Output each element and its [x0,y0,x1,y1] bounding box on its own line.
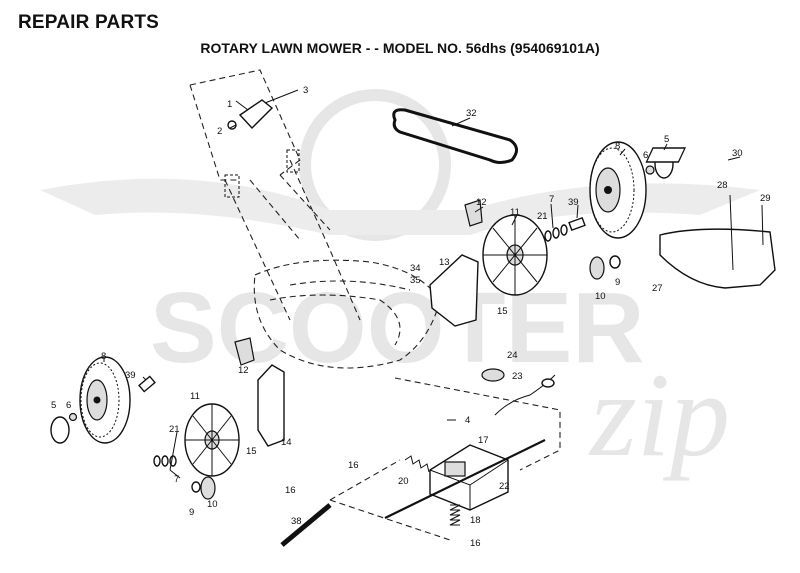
callout-24: 24 [507,350,518,361]
left-wheel [79,356,131,444]
callout-16-b: 16 [285,485,296,496]
drive-belt [392,108,518,164]
left-pinion-gear [200,476,216,500]
left-pinion-washer [191,481,201,493]
handle-bracket [238,99,274,130]
rear-axle [280,503,332,547]
callout-9: 9 [615,277,620,288]
drive-shaft-outline [329,377,561,541]
section-heading: REPAIR PARTS [18,12,160,33]
callout-38: 38 [291,516,302,527]
right-pinion-washer [609,255,621,269]
callout-7-left: 7 [174,474,179,485]
callout-11: 11 [510,207,520,218]
callout-30: 30 [732,148,743,159]
right-pinion-gear [589,256,605,280]
right-wheel [589,141,647,239]
cable-end [541,378,555,388]
callout-17: 17 [478,435,489,446]
callout-34: 34 [410,263,421,274]
callout-15: 15 [497,306,508,317]
spring-18 [449,504,461,526]
rear-skirt [659,228,776,289]
callout-32: 32 [466,108,477,119]
left-drive-gear [184,403,240,477]
callout-12: 12 [476,197,487,208]
callout-16-a: 16 [348,460,359,471]
callout-3: 3 [303,85,308,96]
spring-20 [404,455,430,473]
axle-rod [384,439,546,519]
callout-39-left: 39 [125,370,136,381]
callout-8: 8 [615,141,620,152]
callout-10-left: 10 [207,499,218,510]
right-adjuster-lever [464,199,483,227]
mower-deck [253,259,441,369]
left-adjuster-lever [234,337,255,366]
callout-21: 21 [537,211,548,222]
callout-10: 10 [595,291,606,302]
handle-assembly [189,69,361,321]
callout-1: 1 [227,99,232,110]
callout-6: 6 [643,150,648,161]
callout-35: 35 [410,275,421,286]
callout-15-left: 15 [246,446,257,457]
callout-16-c: 16 [470,538,481,549]
watermark-script: zip [588,348,730,481]
right-drive-gear [482,214,548,296]
right-height-bracket [429,254,479,327]
callout-5-left: 5 [51,400,56,411]
label-plate [645,147,687,163]
leader-lines [103,89,741,479]
right-washers [544,216,586,242]
callout-2: 2 [217,126,222,137]
bolt-28 [729,194,734,271]
callout-14: 14 [281,437,292,448]
bolt-left-wheel [68,412,78,422]
callout-39: 39 [568,197,579,208]
callout-7: 7 [549,194,554,205]
callout-29: 29 [760,193,771,204]
callout-4: 4 [465,415,470,426]
left-washers [138,375,177,467]
hubcap-left [50,416,70,444]
left-height-bracket [257,364,285,447]
callout-27: 27 [652,283,663,294]
callout-21-left: 21 [169,424,180,435]
callout-18: 18 [470,515,481,526]
callout-9-left: 9 [189,507,194,518]
callout-6-left: 6 [66,400,71,411]
watermark: SCOOTER zip [40,89,760,481]
callout-28: 28 [717,180,728,191]
bolt-right-wheel [645,165,655,175]
callout-22: 22 [499,481,510,492]
callout-5: 5 [664,134,669,145]
callout-11-left: 11 [190,391,200,402]
callout-labels: 1 2 3 32 8 5 6 30 7 39 21 11 12 28 29 13… [51,85,771,549]
bearing-23 [481,368,505,382]
watermark-brand: SCOOTER [150,272,644,384]
callout-23: 23 [512,371,523,382]
diagram-title: ROTARY LAWN MOWER - - MODEL NO. 56dhs (9… [200,40,600,56]
callout-12-left: 12 [238,365,249,376]
callout-13: 13 [439,257,450,268]
callout-20: 20 [398,476,409,487]
bolt-29 [761,204,764,246]
callout-8-left: 8 [101,351,106,362]
